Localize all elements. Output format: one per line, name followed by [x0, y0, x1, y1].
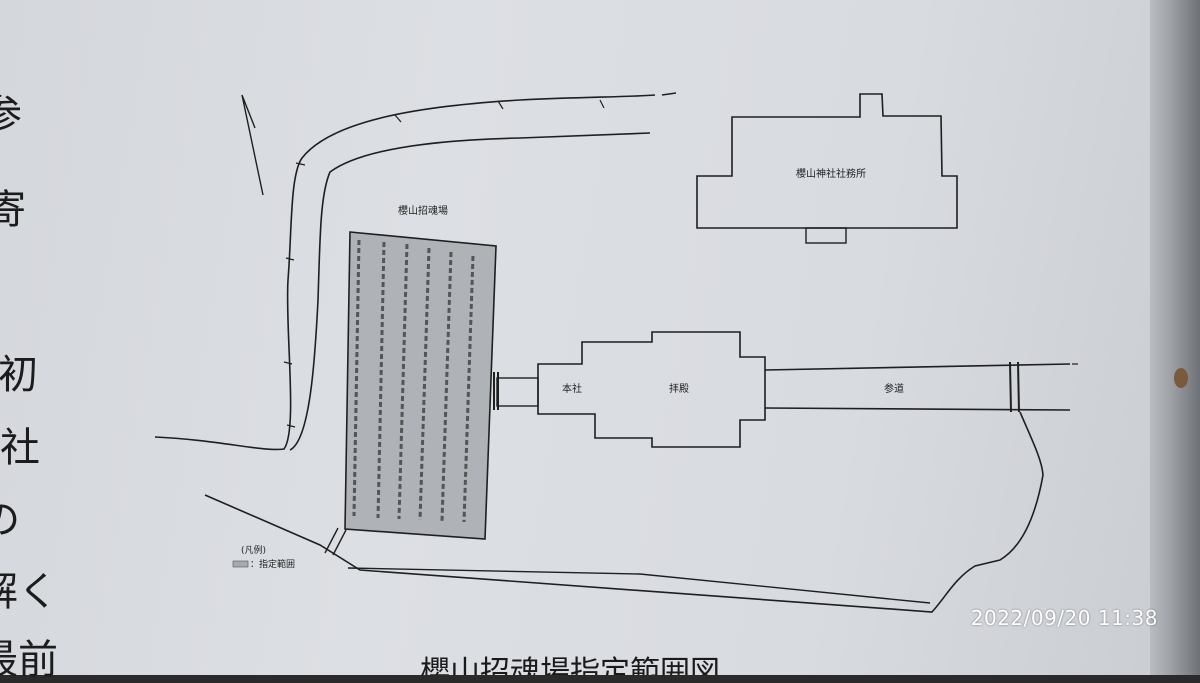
- main-shrine-outline: [537, 331, 766, 448]
- bolt-icon: [1174, 368, 1188, 388]
- legend-item: ：指定範囲: [250, 558, 295, 570]
- boundary-gap: [324, 527, 347, 556]
- left-text-5: の: [0, 500, 20, 540]
- left-text-4: 社: [0, 425, 40, 471]
- left-text-1: 参: [0, 92, 22, 138]
- site-boundary-inner: [347, 567, 931, 604]
- torii-gate: [1009, 361, 1020, 413]
- left-text-6: 解く: [0, 569, 58, 615]
- left-text-7: 最前: [0, 637, 58, 683]
- road-end-mark: [241, 92, 677, 196]
- legend-swatch: [232, 560, 249, 568]
- legend-title: (凡例): [241, 544, 266, 556]
- shokonjo-label: 櫻山招魂場: [398, 204, 448, 217]
- connector-corridor: [496, 377, 539, 407]
- left-text-3: 初: [0, 352, 38, 398]
- road-ticks: [283, 99, 605, 428]
- shrine-office-step: [805, 227, 847, 244]
- left-text-2: 寄: [0, 187, 26, 233]
- designated-area: [344, 231, 497, 540]
- photo-timestamp: 2022/09/20 11:38: [970, 606, 1158, 630]
- grave-rows: [352, 239, 475, 523]
- sando-label: 参道: [884, 382, 904, 395]
- board-frame-edge: [1150, 0, 1200, 675]
- shrine-office-label: 櫻山神社社務所: [796, 167, 866, 180]
- haiden-label: 拝殿: [669, 382, 689, 395]
- shrine-office-outline: [696, 93, 958, 229]
- road-inner-line: [289, 132, 651, 451]
- road-outer-line: [154, 94, 656, 451]
- honsha-label: 本社: [562, 382, 582, 395]
- map-title: 櫻山招魂場指定範囲図: [420, 655, 720, 675]
- site-boundary: [204, 411, 1044, 613]
